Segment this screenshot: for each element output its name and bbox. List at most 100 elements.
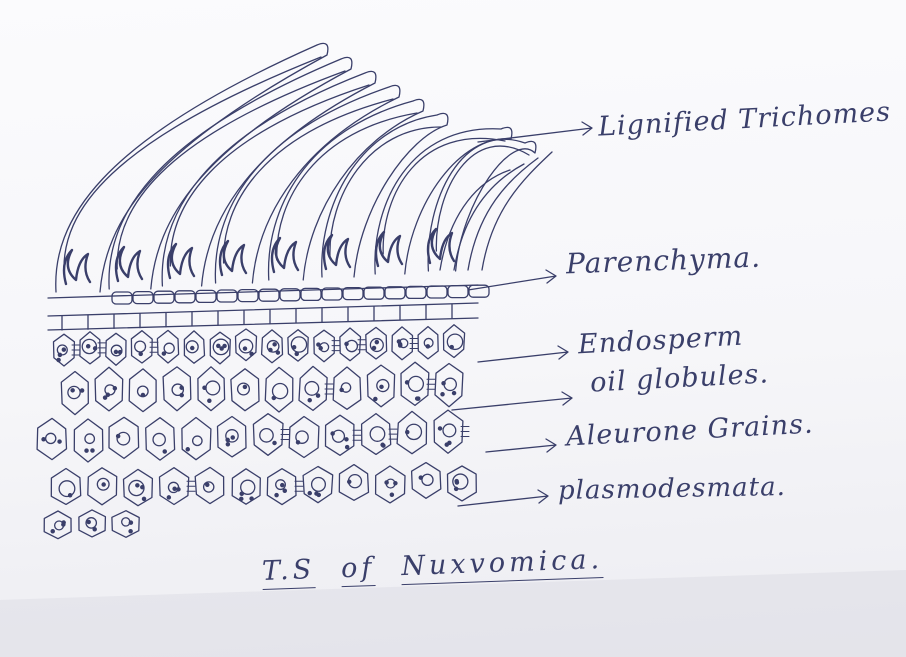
plasmodesmata <box>98 343 106 353</box>
base-cell <box>175 291 195 303</box>
aleurone-grain <box>59 481 75 497</box>
aleurone-grain <box>291 337 306 352</box>
aleurone-grain <box>68 386 80 398</box>
aleurone-grain <box>260 429 273 442</box>
aleurone-grain <box>239 339 252 352</box>
oil-globule <box>283 489 286 492</box>
oil-globule <box>203 386 206 389</box>
oil-globule <box>372 346 375 349</box>
aleurone-grain <box>444 378 456 390</box>
endosperm-cell <box>160 468 189 505</box>
endosperm-cell <box>326 415 354 455</box>
oil-globule <box>275 494 278 497</box>
oil-globule <box>419 476 422 479</box>
parenchyma-layer <box>48 285 478 330</box>
oil-globule <box>69 494 72 497</box>
oil-globule <box>87 520 90 523</box>
arrow-parenchyma <box>468 270 556 290</box>
arrow-aleurone <box>486 439 556 452</box>
aleurone-grain <box>193 436 202 445</box>
oil-globule <box>243 385 246 388</box>
oil-globule <box>141 486 144 489</box>
endosperm-cell <box>163 367 191 411</box>
oil-globule <box>426 345 429 348</box>
endosperm-cell <box>392 327 413 360</box>
oil-globule <box>223 344 226 347</box>
endosperm-cell <box>339 465 368 501</box>
oil-globule <box>448 441 451 444</box>
aleurone-grain <box>46 433 56 443</box>
plasmodesmata <box>332 341 340 351</box>
endosperm-cell <box>299 366 327 410</box>
endosperm-cell <box>401 362 429 405</box>
oil-globule <box>345 342 348 345</box>
oil-globule <box>226 443 229 446</box>
oil-globule <box>139 352 142 355</box>
oil-globule <box>113 387 116 390</box>
oil-globule <box>455 481 458 484</box>
oil-globule <box>62 523 65 526</box>
oil-globule <box>381 443 384 446</box>
arrow-oil-globules <box>452 392 572 410</box>
endosperm-cell <box>231 369 259 411</box>
endosperm-cell <box>303 467 333 503</box>
base-cell <box>112 292 132 304</box>
label-plasmodesmata: plasmodesmata. <box>558 472 786 506</box>
oil-globule <box>71 389 74 392</box>
oil-globule <box>276 351 279 354</box>
oil-globule <box>220 347 223 350</box>
oil-globule <box>450 346 453 349</box>
aleurone-grain <box>164 343 174 353</box>
endosperm-cell <box>198 367 225 411</box>
oil-globule <box>91 449 94 452</box>
oil-globule <box>102 483 105 486</box>
oil-globule <box>93 528 96 531</box>
endosperm-cell <box>265 367 293 412</box>
oil-globule <box>399 344 402 347</box>
oil-globule <box>173 487 176 490</box>
aleurone-grain <box>312 478 326 492</box>
endosperm-cell <box>195 467 224 503</box>
base-cell <box>448 286 468 298</box>
base-cell <box>196 290 216 302</box>
endosperm-cell <box>435 364 463 407</box>
trichome-wall <box>64 57 321 272</box>
oil-globule <box>42 438 45 441</box>
oil-globule <box>441 393 444 396</box>
aleurone-grain <box>305 382 319 396</box>
oil-globule <box>129 530 132 533</box>
oil-globule <box>243 347 246 350</box>
title-nuxvomica: Nuxvomica. <box>401 544 604 585</box>
endosperm-cell <box>112 511 139 538</box>
oil-globule <box>438 427 441 430</box>
lignified-base <box>116 247 142 281</box>
endosperm-cell <box>434 410 463 453</box>
title-of: of <box>341 552 376 587</box>
arrow-endosperm <box>478 346 568 362</box>
oil-globule <box>317 493 320 496</box>
endosperm-cell <box>448 466 477 501</box>
oil-globule <box>117 435 120 438</box>
oil-globule <box>374 397 377 400</box>
endosperm-cell <box>106 333 126 365</box>
label-parenchyma: Parenchyma. <box>565 241 761 281</box>
oil-globule <box>177 488 180 491</box>
oil-globule <box>103 396 106 399</box>
oil-globule <box>226 438 229 441</box>
aleurone-grain <box>346 340 357 351</box>
oil-globule <box>308 492 311 495</box>
oil-globule <box>390 493 393 496</box>
oil-globule <box>375 341 378 344</box>
oil-globule <box>308 399 311 402</box>
base-cell <box>406 286 426 298</box>
oil-globule <box>272 396 275 399</box>
aleurone-grain <box>153 433 165 445</box>
oil-globule <box>106 393 109 396</box>
oil-globule <box>281 484 284 487</box>
endosperm-cell <box>146 418 175 460</box>
oil-globule <box>317 343 320 346</box>
endosperm-cell <box>184 331 204 363</box>
plasmodesmata <box>72 345 80 355</box>
oil-globule <box>293 346 296 349</box>
